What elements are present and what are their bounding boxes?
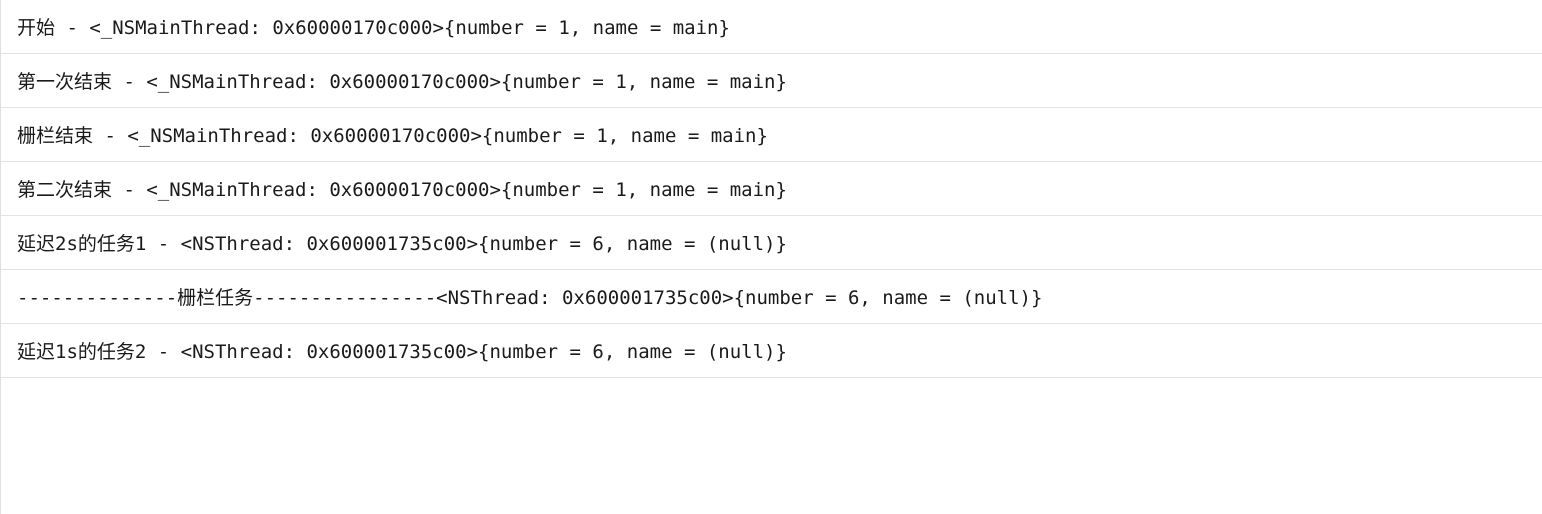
log-line-text: 开始 - <_NSMainThread: 0x60000170c000>{num… — [17, 17, 730, 39]
log-line-text: --------------栅栏任务----------------<NSThr… — [17, 287, 1043, 309]
log-line-text: 第一次结束 - <_NSMainThread: 0x60000170c000>{… — [17, 71, 787, 93]
log-row[interactable]: --------------栅栏任务----------------<NSThr… — [1, 270, 1542, 324]
log-row[interactable]: 开始 - <_NSMainThread: 0x60000170c000>{num… — [1, 0, 1542, 54]
log-row[interactable]: 延迟1s的任务2 - <NSThread: 0x600001735c00>{nu… — [1, 324, 1542, 378]
log-row[interactable]: 延迟2s的任务1 - <NSThread: 0x600001735c00>{nu… — [1, 216, 1542, 270]
log-row[interactable]: 第一次结束 - <_NSMainThread: 0x60000170c000>{… — [1, 54, 1542, 108]
log-line-text: 延迟1s的任务2 - <NSThread: 0x600001735c00>{nu… — [17, 341, 787, 363]
log-line-text: 栅栏结束 - <_NSMainThread: 0x60000170c000>{n… — [17, 125, 768, 147]
log-line-text: 延迟2s的任务1 - <NSThread: 0x600001735c00>{nu… — [17, 233, 787, 255]
log-list: 开始 - <_NSMainThread: 0x60000170c000>{num… — [1, 0, 1542, 378]
log-row[interactable]: 栅栏结束 - <_NSMainThread: 0x60000170c000>{n… — [1, 108, 1542, 162]
log-line-text: 第二次结束 - <_NSMainThread: 0x60000170c000>{… — [17, 179, 787, 201]
log-row[interactable]: 第二次结束 - <_NSMainThread: 0x60000170c000>{… — [1, 162, 1542, 216]
